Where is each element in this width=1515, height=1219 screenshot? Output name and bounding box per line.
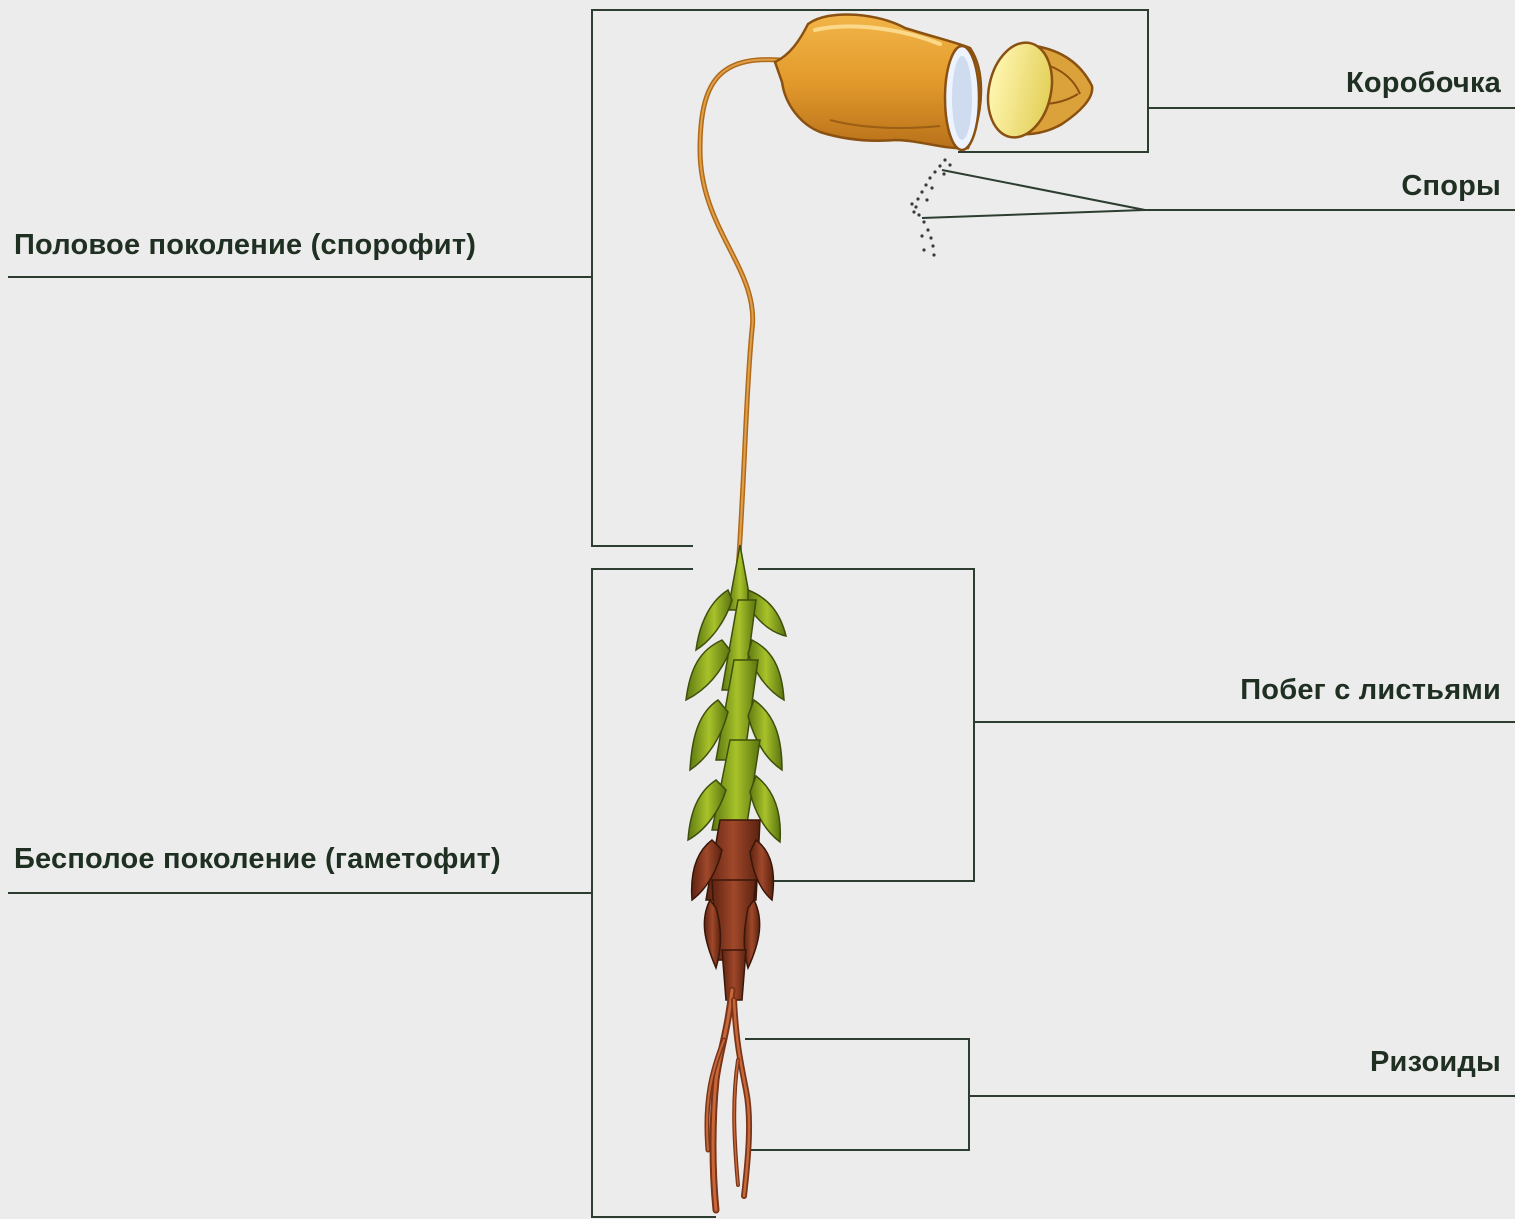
leafy-shoot-illustration: [686, 545, 786, 842]
capsule-illustration: [775, 14, 981, 150]
rhizoids-bracket: [745, 1039, 969, 1150]
operculum-illustration: [980, 37, 1092, 144]
leafy-shoot-label: Побег с листьями: [1240, 676, 1501, 705]
gametophyte-label: Бесполое поколение (гаметофит): [14, 845, 501, 874]
rhizoids-label: Ризоиды: [1370, 1048, 1501, 1077]
spores-pointer-1: [942, 170, 1145, 210]
capsule-label: Коробочка: [1346, 69, 1501, 98]
seta-stalk: [700, 60, 780, 570]
rhizoids-illustration: [707, 990, 749, 1210]
leafy-shoot-bracket: [758, 569, 974, 881]
spores-illustration: [910, 158, 951, 256]
lower-shoot-illustration: [692, 820, 774, 1000]
sporophyte-label: Половое поколение (спорофит): [14, 231, 476, 260]
spores-pointer-2: [922, 210, 1145, 218]
spores-label: Споры: [1401, 172, 1501, 201]
